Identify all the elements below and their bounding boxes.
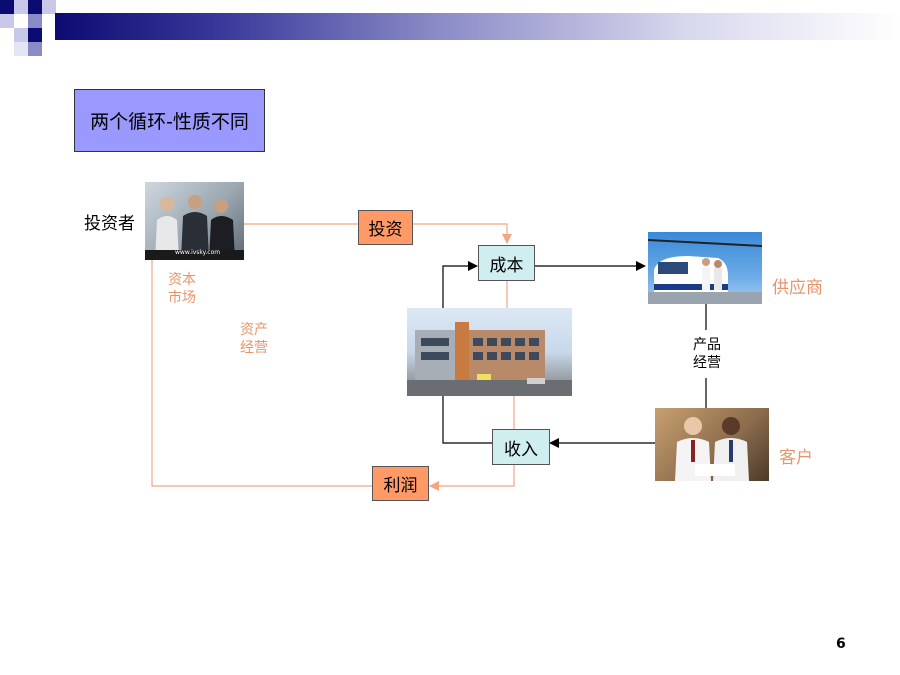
header-decoration <box>0 0 900 60</box>
slide-title: 两个循环-性质不同 <box>74 89 265 152</box>
photo-watermark: www.ivsky.com <box>175 249 221 256</box>
supplier-label: 供应商 <box>772 278 823 298</box>
businessmen-icon <box>675 417 749 481</box>
page-number: 6 <box>836 636 846 652</box>
revenue-node: 收入 <box>492 429 550 465</box>
supplier-photo <box>648 232 762 304</box>
building-photo <box>407 308 572 396</box>
capital-market-label: 资本 市场 <box>168 272 196 306</box>
customer-label: 客户 <box>779 448 813 468</box>
investor-photo: www.ivsky.com <box>145 182 244 260</box>
people-icon <box>145 195 244 260</box>
investment-node: 投资 <box>358 210 413 245</box>
cost-node: 成本 <box>478 245 535 281</box>
investor-label: 投资者 <box>84 214 135 234</box>
asset-operation-label: 资产 经营 <box>240 322 268 356</box>
product-operation-label: 产品 经营 <box>693 337 721 371</box>
customer-photo <box>655 408 769 481</box>
profit-node: 利润 <box>372 466 429 501</box>
helicopter-icon <box>648 239 762 304</box>
building-icon <box>407 322 572 396</box>
